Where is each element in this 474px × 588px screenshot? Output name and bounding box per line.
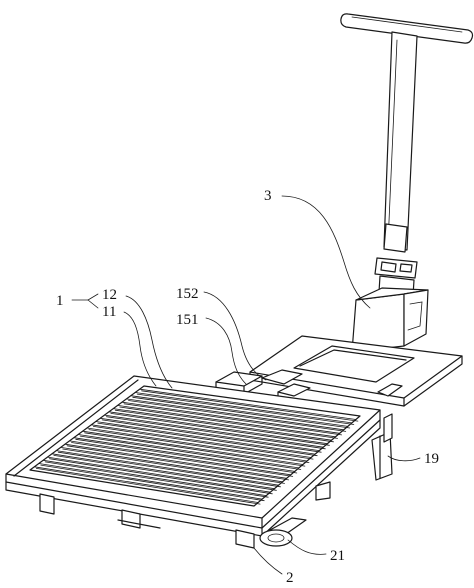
label-11: 11 xyxy=(102,304,116,320)
caster-wheel-21 xyxy=(259,529,293,547)
roller-line xyxy=(123,403,342,436)
label-2: 2 xyxy=(286,570,294,586)
roller-line xyxy=(79,435,302,470)
roller-line xyxy=(55,450,279,486)
roller-line xyxy=(112,408,332,441)
roller-line xyxy=(51,453,275,490)
roller-line xyxy=(71,442,294,477)
roller-line xyxy=(88,429,310,463)
roller-line xyxy=(34,466,259,503)
t-handle xyxy=(340,13,474,297)
roller-line xyxy=(110,413,330,446)
roller-line xyxy=(91,424,312,458)
roller-line xyxy=(114,409,334,443)
roller-line xyxy=(66,445,289,481)
roller-line xyxy=(64,443,287,479)
roller-line xyxy=(40,464,265,502)
label-19: 19 xyxy=(424,451,439,467)
label-151: 151 xyxy=(176,312,199,328)
roller-line xyxy=(139,388,357,420)
roller-line xyxy=(77,434,300,469)
roller-line xyxy=(97,422,318,457)
roller-line xyxy=(117,405,336,438)
roller-line xyxy=(101,419,322,453)
undercarriage xyxy=(39,481,331,549)
roller-line xyxy=(69,440,292,476)
roller-line xyxy=(141,390,359,422)
label-21: 21 xyxy=(330,548,345,564)
label-3: 3 xyxy=(264,188,272,204)
leader-lines xyxy=(71,195,421,575)
handle-mount-bracket xyxy=(351,287,429,353)
reference-numerals: 1 12 11 152 151 3 19 21 2 xyxy=(56,188,439,586)
roller-line xyxy=(38,463,263,500)
roller-line xyxy=(62,448,285,484)
roller-line xyxy=(134,392,353,424)
label-1: 1 xyxy=(56,293,64,309)
roller-line xyxy=(84,432,306,467)
roller-line xyxy=(108,411,328,445)
roller-line xyxy=(119,406,338,439)
roller-line xyxy=(106,416,326,450)
roller-line xyxy=(93,426,314,460)
side-latch-19 xyxy=(371,413,393,481)
roller-line xyxy=(95,421,316,455)
roller-line xyxy=(73,437,296,472)
roller-bed xyxy=(5,375,381,537)
roller-line xyxy=(121,401,340,434)
roller-line xyxy=(86,427,308,462)
roller-line xyxy=(99,417,320,451)
roller-line xyxy=(128,400,347,432)
roller-line xyxy=(53,455,277,491)
roller-line xyxy=(132,396,351,429)
roller-line xyxy=(136,393,355,425)
roller-line xyxy=(47,456,271,493)
rear-platform-plate xyxy=(249,335,463,407)
roller-line xyxy=(42,459,267,496)
label-12: 12 xyxy=(102,287,117,303)
roller-line xyxy=(60,447,283,483)
rollers xyxy=(34,388,359,505)
roller-line xyxy=(49,458,273,495)
roller-line xyxy=(126,398,345,431)
roller-line xyxy=(44,461,269,498)
roller-line xyxy=(75,438,298,474)
roller-line xyxy=(104,414,324,448)
roller-line xyxy=(57,451,281,488)
label-152: 152 xyxy=(176,286,199,302)
roller-line xyxy=(36,468,261,505)
roller-line xyxy=(130,395,349,427)
roller-line xyxy=(82,430,304,465)
